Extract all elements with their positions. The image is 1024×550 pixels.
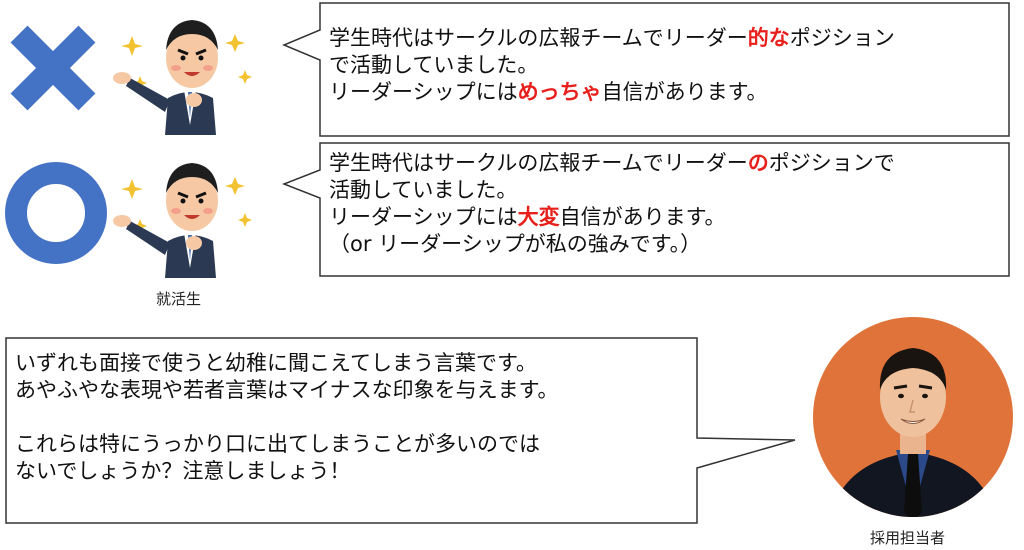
recruiter-label: 採用担当者	[870, 529, 946, 547]
bad-example-text: 学生時代はサークルの広報チームでリーダー的なポジション で活動していました。 リ…	[329, 26, 895, 104]
student-label: 就活生	[156, 290, 202, 308]
speech-bubble-good-example	[281, 142, 1010, 277]
speech-bubble-bad-example	[282, 2, 1010, 137]
speech-bubble-recruiter	[5, 337, 796, 524]
student-pointing-illustration-bottom	[113, 163, 252, 278]
student-pointing-illustration-top	[113, 20, 252, 135]
cross-mark-icon	[10, 25, 96, 111]
recruiter-avatar-illustration	[813, 317, 1013, 517]
circle-mark-icon	[5, 162, 107, 264]
recruiter-comment-text: いずれも面接で使うと幼稚に聞こえてしまう言葉です。 あやふやな表現や若者言葉はマ…	[15, 351, 559, 483]
good-example-text: 学生時代はサークルの広報チームでリーダーのポジションで 活動していました。 リー…	[329, 151, 895, 256]
